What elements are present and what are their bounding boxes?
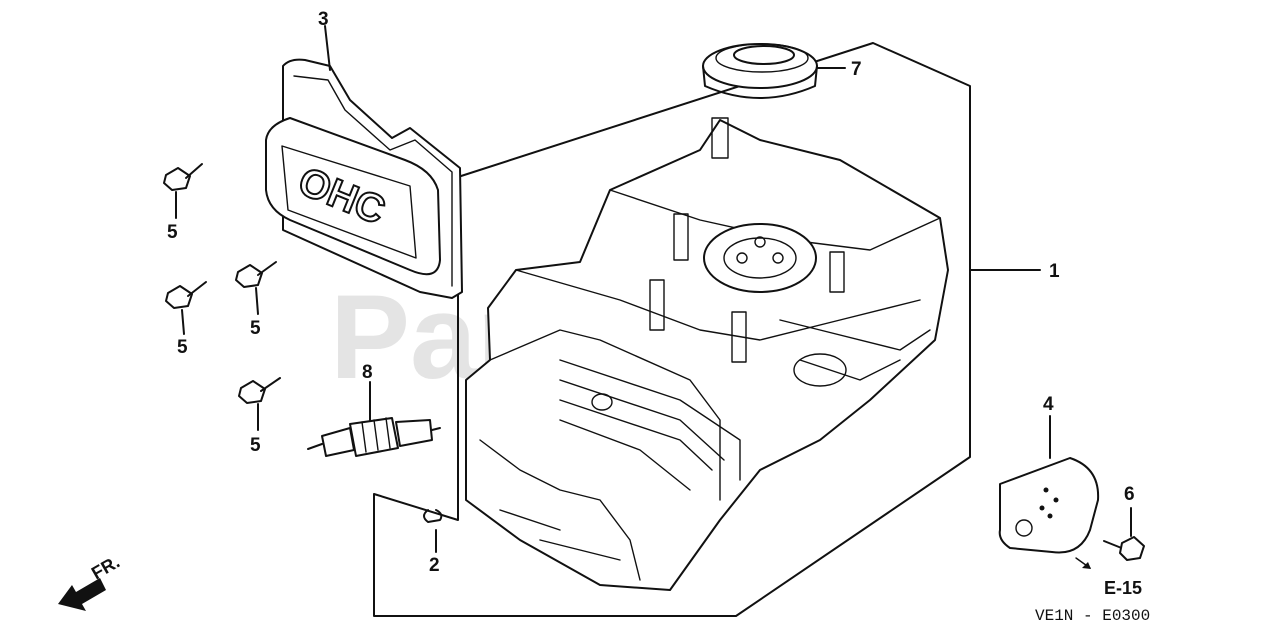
callout-8[interactable]: 8 [362,362,373,383]
head-cover-part[interactable]: OHC [265,58,463,299]
clip-part[interactable] [423,509,443,523]
spark-plug-part[interactable] [307,417,441,457]
callout-6[interactable]: 6 [1124,484,1135,505]
callout-7[interactable]: 7 [851,59,862,80]
callout-3[interactable]: 3 [318,9,329,30]
crankcase-part[interactable] [465,117,949,591]
diagram-code: VE1N - E0300 [1035,607,1150,625]
front-direction-arrow [58,578,106,611]
front-direction-label: FR. [88,552,123,584]
callout-5b[interactable]: 5 [177,337,188,358]
gasket-part[interactable] [998,457,1100,554]
oil-seal-part[interactable] [702,43,818,99]
bolt-part-d[interactable] [238,377,281,404]
bolt-part-c[interactable] [235,261,277,288]
callout-5d[interactable]: 5 [250,435,261,456]
assembly-frame [373,42,971,617]
leader-line-5c [255,287,259,315]
callout-4[interactable]: 4 [1043,394,1054,415]
leader-line-3 [324,25,331,71]
bolt-part-a[interactable] [163,163,203,191]
reference-arrowhead [1082,562,1091,569]
callout-1[interactable]: 1 [1049,261,1060,282]
callout-5c[interactable]: 5 [250,318,261,339]
callout-2[interactable]: 2 [429,555,440,576]
bolt-part-b[interactable] [165,281,207,309]
leader-line-5b [181,309,185,335]
callout-5a[interactable]: 5 [167,222,178,243]
reference-label[interactable]: E-15 [1104,578,1142,598]
gasket-bolt-part[interactable] [1103,536,1145,561]
